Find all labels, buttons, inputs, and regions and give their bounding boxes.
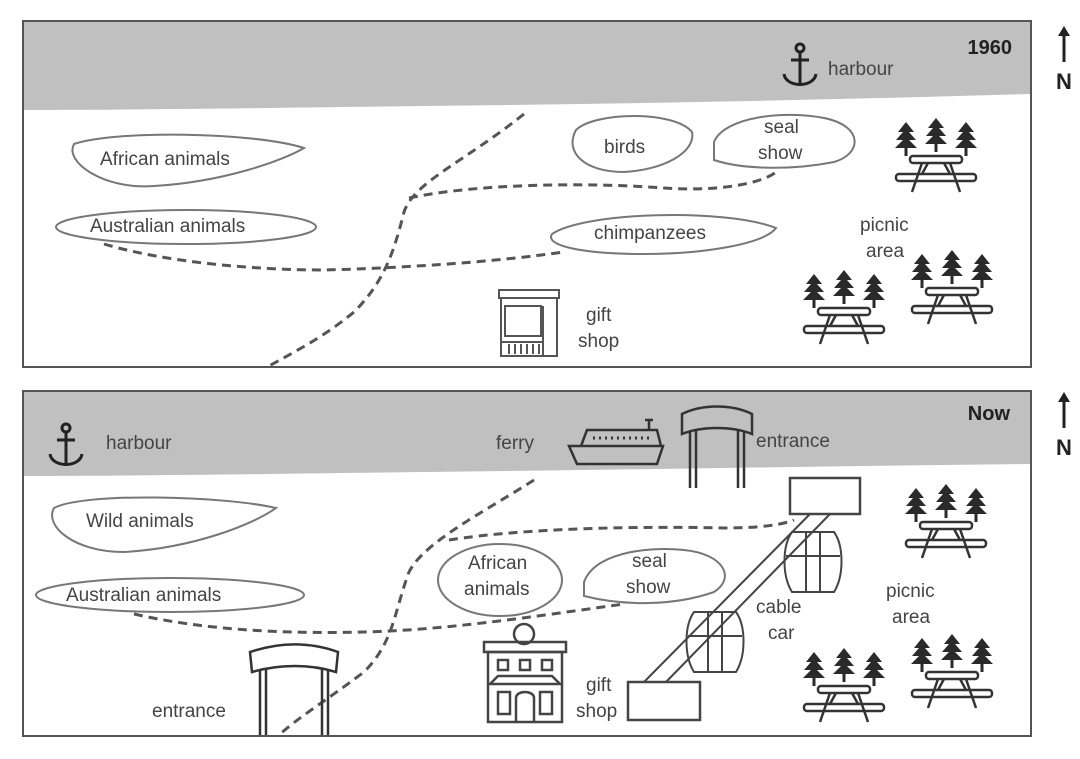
- enclosure-australian-animals: [35, 577, 305, 613]
- anchor-icon: [48, 422, 84, 466]
- label-gift-shop-line1: gift: [586, 305, 612, 326]
- cable-car-station-north: [788, 476, 862, 516]
- enclosure-african-animals: [437, 543, 563, 617]
- label-birds: birds: [604, 137, 646, 158]
- picnic-table: [894, 154, 978, 193]
- map-1960-graphics: [24, 22, 1030, 366]
- tree-icon: [941, 634, 963, 668]
- label-cable-car-line2: car: [768, 623, 795, 644]
- cable-car-cabin: [783, 531, 843, 593]
- tree-icon: [905, 488, 927, 522]
- north-label: N: [1056, 435, 1072, 460]
- tree-icon: [803, 274, 825, 308]
- cable-car-icon: [626, 476, 862, 722]
- enclosure-seal-show: [713, 113, 856, 169]
- north-label: N: [1056, 69, 1072, 94]
- tree-icon: [895, 122, 917, 156]
- map-now: Now harbour ferry entrance Wild animals …: [22, 390, 1032, 737]
- map-1960: 1960 harbour African animals Australian …: [22, 20, 1032, 368]
- enclosure-birds: [571, 115, 694, 174]
- anchor-icon: [782, 42, 818, 86]
- picnic-table: [802, 306, 886, 345]
- label-picnic-area-line1: picnic: [886, 581, 935, 602]
- picnic-table-icon: [904, 484, 988, 559]
- building-icon: [482, 622, 568, 724]
- picnic-table: [910, 286, 994, 325]
- label-picnic-area-line2: area: [866, 241, 905, 262]
- north-indicator-1960: N: [1052, 24, 1076, 95]
- picnic-table: [904, 520, 988, 559]
- tree-icon: [803, 652, 825, 686]
- label-chimpanzees: chimpanzees: [594, 223, 706, 244]
- tree-icon: [911, 638, 933, 672]
- label-entrance-north: entrance: [756, 431, 830, 452]
- harbour-sea: [24, 22, 1030, 110]
- tree-icon: [935, 484, 957, 518]
- label-picnic-area-line2: area: [892, 607, 931, 628]
- label-gift-shop-line2: shop: [576, 701, 618, 722]
- tree-icon: [941, 250, 963, 284]
- north-arrow-icon: [1058, 392, 1070, 428]
- label-cable-car-line1: cable: [756, 597, 802, 618]
- shop-icon: [498, 289, 560, 357]
- picnic-table: [802, 684, 886, 723]
- enclosure-wild-animals: [51, 496, 279, 554]
- picnic-table-icon: [910, 634, 994, 709]
- tree-icon: [863, 652, 885, 686]
- label-harbour: harbour: [106, 433, 172, 454]
- label-seal-show-line2: show: [626, 577, 671, 598]
- label-african-animals-line1: African: [468, 553, 528, 574]
- enclosure-african-animals: [71, 133, 307, 188]
- tree-icon: [955, 122, 977, 156]
- label-wild-animals: Wild animals: [86, 511, 194, 532]
- footpaths: [103, 112, 777, 366]
- north-indicator-now: N: [1052, 390, 1076, 461]
- picnic-table-icon: [802, 270, 886, 345]
- picnic-table-icon: [802, 648, 886, 723]
- map-title: Now: [967, 403, 1010, 425]
- cable-car-station-south: [626, 680, 702, 722]
- label-ferry: ferry: [496, 433, 534, 454]
- label-australian-animals: Australian animals: [90, 216, 246, 237]
- picnic-table-icon: [910, 250, 994, 325]
- tree-icon: [971, 254, 993, 288]
- enclosure-seal-show: [583, 548, 726, 605]
- tree-icon: [971, 638, 993, 672]
- tree-icon: [965, 488, 987, 522]
- picnic-table-icon: [894, 118, 978, 193]
- tree-icon: [911, 254, 933, 288]
- label-gift-shop-line1: gift: [586, 675, 612, 696]
- harbour-sea: [24, 392, 1030, 476]
- entrance-arch-icon: [680, 405, 754, 488]
- label-seal-show-line1: seal: [632, 551, 667, 572]
- enclosure-chimpanzees: [549, 214, 778, 256]
- label-australian-animals: Australian animals: [66, 585, 222, 606]
- north-arrow-icon: [1058, 26, 1070, 62]
- tree-icon: [833, 648, 855, 682]
- entrance-arch-icon: [248, 643, 340, 735]
- picnic-table: [910, 670, 994, 709]
- label-african-animals: African animals: [100, 149, 230, 170]
- label-seal-show-line2: show: [758, 143, 803, 164]
- label-african-animals-line2: animals: [464, 579, 530, 600]
- cable-car-cabin: [685, 611, 745, 673]
- label-harbour: harbour: [828, 59, 894, 80]
- tree-icon: [833, 270, 855, 304]
- tree-icon: [863, 274, 885, 308]
- map-title: 1960: [967, 37, 1013, 59]
- map-now-graphics: [24, 392, 1030, 735]
- label-gift-shop-line2: shop: [578, 331, 620, 352]
- ferry-icon: [567, 418, 665, 466]
- footpaths: [133, 478, 795, 735]
- tree-icon: [925, 118, 947, 152]
- enclosure-australian-animals: [55, 209, 317, 245]
- label-seal-show-line1: seal: [764, 117, 799, 138]
- label-entrance-south: entrance: [152, 701, 226, 722]
- label-picnic-area-line1: picnic: [860, 215, 909, 236]
